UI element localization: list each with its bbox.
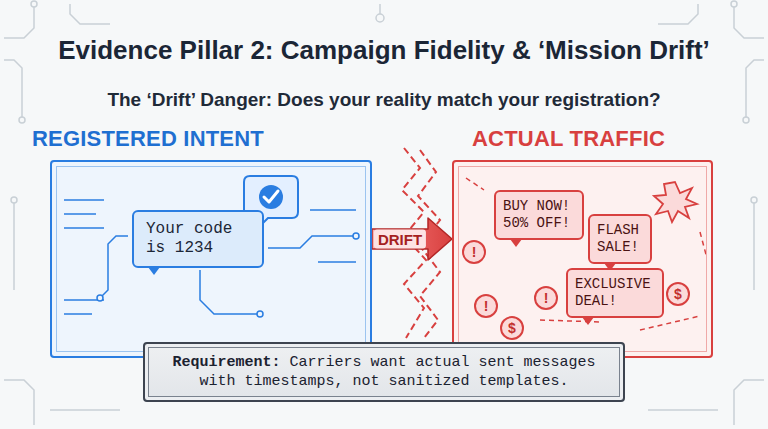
circuit-trace bbox=[658, 4, 698, 24]
dollar-icon: $ bbox=[500, 316, 524, 340]
circuit-trace bbox=[4, 380, 34, 425]
drift-arrow bbox=[372, 218, 452, 260]
circuit-pad bbox=[19, 117, 25, 123]
alert-icon: ! bbox=[474, 294, 498, 318]
trace bbox=[64, 213, 96, 215]
circuit-traces bbox=[4, 4, 764, 425]
chat-bubble: Your code is 1234 bbox=[132, 210, 264, 268]
promo-bubble: EXCLUSIVE DEAL! bbox=[566, 268, 664, 318]
trace bbox=[64, 313, 92, 315]
dashed-line bbox=[466, 178, 484, 190]
intent-panel-ground bbox=[50, 160, 372, 358]
circuit-trace bbox=[379, 4, 381, 14]
message-text: BUY NOW! 50% OFF! bbox=[503, 198, 575, 232]
trace bbox=[64, 199, 104, 201]
circuit-pad bbox=[11, 197, 17, 203]
circuit-trace bbox=[70, 4, 110, 24]
circuit-trace bbox=[734, 380, 764, 425]
circuit-pad bbox=[31, 1, 37, 7]
panel-heading: REGISTERED INTENT bbox=[32, 126, 264, 152]
trace bbox=[310, 209, 356, 211]
note-lead: Requirement: bbox=[172, 354, 280, 371]
promo-bubble: BUY NOW! 50% OFF! bbox=[494, 190, 584, 240]
circuit-trace bbox=[50, 409, 120, 411]
alert-icon: ! bbox=[462, 240, 486, 264]
message-text: EXCLUSIVE DEAL! bbox=[575, 276, 655, 310]
dashed-line bbox=[640, 316, 700, 330]
circuit-trace bbox=[753, 200, 755, 290]
promo-bubble: FLASH SALE! bbox=[588, 214, 652, 264]
title: Evidence Pillar 2: Campaign Fidelity & ‘… bbox=[0, 35, 768, 66]
trace bbox=[318, 261, 356, 263]
circuit-trace bbox=[734, 4, 764, 38]
circuit-pad bbox=[751, 197, 757, 203]
traffic-panel-ground bbox=[452, 160, 713, 358]
pad bbox=[257, 311, 263, 317]
circuit-trace bbox=[746, 60, 764, 118]
dashed-line bbox=[700, 232, 708, 262]
message-text: Your code is 1234 bbox=[146, 220, 250, 258]
circuit-pad bbox=[376, 14, 384, 22]
circuit-trace bbox=[13, 200, 15, 290]
pad bbox=[97, 295, 103, 301]
alert-icon: ! bbox=[534, 286, 558, 310]
trace bbox=[268, 236, 356, 248]
alarm-lines bbox=[466, 178, 708, 330]
panel-heading: ACTUAL TRAFFIC bbox=[472, 126, 665, 152]
dollar-icon: $ bbox=[666, 282, 690, 306]
circuit-pad bbox=[743, 117, 749, 123]
intent-traces bbox=[64, 200, 356, 314]
trace bbox=[200, 270, 260, 314]
intent-panel: REGISTERED INTENTYour code is 1234 bbox=[50, 160, 372, 358]
message-text: FLASH SALE! bbox=[597, 222, 643, 256]
check-mark bbox=[264, 191, 278, 202]
starburst bbox=[654, 182, 697, 222]
circuit-trace bbox=[648, 409, 718, 411]
check-disc bbox=[259, 185, 283, 209]
requirement-box: Requirement:Carriers want actual sent me… bbox=[143, 342, 625, 402]
traffic-panel: ACTUAL TRAFFICBUY NOW! 50% OFF!FLASH SAL… bbox=[452, 160, 713, 358]
circuit-trace bbox=[4, 4, 34, 38]
trace bbox=[64, 227, 104, 229]
circuit-pad bbox=[731, 1, 737, 7]
circuit-trace bbox=[4, 60, 22, 118]
trace bbox=[100, 236, 128, 298]
pad bbox=[353, 233, 359, 239]
subtitle: The ‘Drift’ Danger: Does your reality ma… bbox=[0, 89, 768, 111]
edge-label: DRIFT bbox=[374, 230, 426, 249]
